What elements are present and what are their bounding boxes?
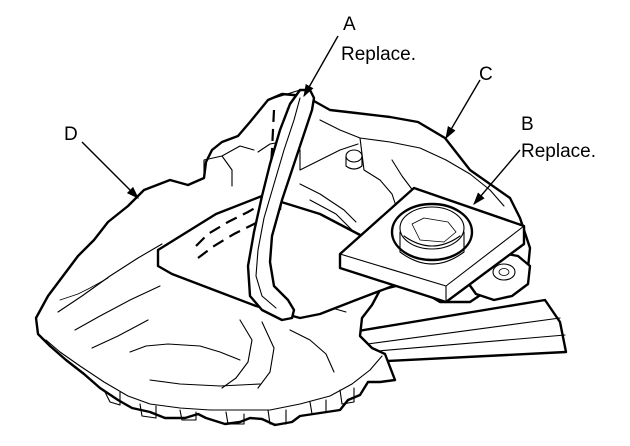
leader-b [473, 149, 521, 205]
callout-d-letter: D [64, 124, 78, 145]
callout-c-letter: C [479, 64, 493, 85]
callout-a-letter: A [343, 14, 356, 35]
callout-b: B Replace. [521, 114, 596, 162]
flange-gasket-b [338, 186, 526, 304]
callout-b-letter: B [521, 114, 534, 135]
leader-lines [81, 35, 521, 205]
callout-a-note: Replace. [341, 44, 416, 65]
leader-a [303, 35, 339, 98]
leader-d [81, 141, 139, 199]
callout-a: A Replace. [341, 14, 416, 65]
callout-b-note: Replace. [521, 141, 596, 162]
callout-c: C [479, 64, 493, 85]
callout-d: D [64, 124, 78, 145]
leader-c [445, 79, 481, 140]
seal-strip-a [246, 88, 316, 322]
